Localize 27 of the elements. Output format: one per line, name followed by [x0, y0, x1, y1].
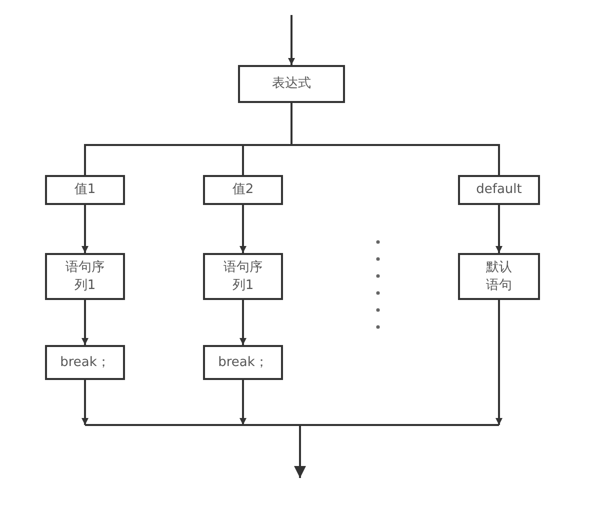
process-box	[238, 65, 345, 103]
process-box	[203, 175, 283, 205]
box-label: break；	[217, 354, 269, 372]
process-box	[203, 253, 283, 300]
arrow	[496, 205, 502, 253]
arrow	[82, 205, 88, 253]
process-box	[45, 253, 125, 300]
process-box	[458, 253, 540, 300]
arrow	[240, 205, 246, 253]
box-label: 表达式	[271, 75, 312, 93]
process-box	[458, 175, 540, 205]
box-label: default	[475, 181, 523, 199]
box-label: 语句序列1	[64, 258, 106, 294]
arrow	[82, 380, 88, 425]
box-label: break；	[59, 354, 111, 372]
arrow	[240, 380, 246, 425]
process-box	[203, 345, 283, 380]
process-box	[45, 175, 125, 205]
box-label: 默认语句	[485, 258, 513, 294]
arrow	[240, 300, 246, 345]
process-box	[45, 345, 125, 380]
arrow	[288, 15, 295, 65]
box-label: 值2	[231, 181, 255, 199]
arrow	[82, 300, 88, 345]
arrow	[496, 300, 502, 425]
box-label: 值1	[73, 181, 97, 199]
box-label: 语句序列1	[222, 258, 264, 294]
